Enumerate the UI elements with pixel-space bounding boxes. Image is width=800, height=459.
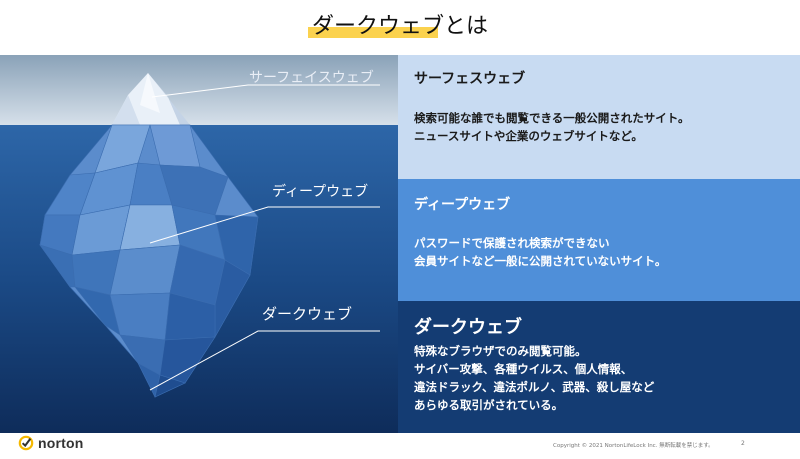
norton-logo: norton — [18, 435, 84, 451]
iceberg-tip — [112, 73, 190, 125]
title-area: ダークウェブとは — [0, 8, 800, 40]
iceberg-body — [39, 124, 259, 398]
surface-pointer — [151, 84, 380, 98]
surface-web-description: 検索可能な誰でも閲覧できる一般公開されたサイト。 ニュースサイトや企業のウェブサ… — [414, 111, 690, 143]
dark-web-description: 特殊なブラウザでのみ閲覧可能。 サイバー攻撃、各種ウイルス、個人情報、 違法ドラ… — [414, 344, 655, 412]
page-title: ダークウェブとは — [307, 8, 490, 40]
iceberg-illustration — [0, 55, 400, 433]
title-highlight — [307, 27, 438, 38]
surface-web-heading: サーフェスウェブ — [414, 71, 526, 87]
deep-web-description: パスワードで保護され検索ができない 会員サイトなど一般に公開されていないサイト。 — [414, 236, 667, 268]
norton-check-icon — [18, 435, 34, 451]
surface-web-panel: サーフェスウェブ 検索可能な誰でも閲覧できる一般公開されたサイト。 ニュースサイ… — [398, 55, 800, 179]
page-number: 2 — [741, 440, 745, 447]
dark-pointer — [149, 330, 380, 391]
deep-web-heading: ディープウェブ — [414, 197, 511, 213]
iceberg-scene: サーフェイスウェブ ディープウェブ ダークウェブ サーフェスウェブ 検索可能な誰… — [0, 55, 800, 433]
surface-web-label: サーフェイスウェブ — [249, 70, 374, 86]
sky-background — [0, 55, 400, 125]
dark-web-label: ダークウェブ — [262, 305, 353, 323]
deep-web-label: ディープウェブ — [272, 184, 369, 200]
deep-web-panel: ディープウェブ パスワードで保護され検索ができない 会員サイトなど一般に公開され… — [398, 179, 800, 301]
dark-web-panel: ダークウェブ 特殊なブラウザでのみ閲覧可能。 サイバー攻撃、各種ウイルス、個人情… — [398, 301, 800, 433]
copyright-text: Copyright © 2021 NortonLifeLock Inc. 無断転… — [553, 443, 714, 449]
brand-name: norton — [38, 435, 84, 451]
label-pointers — [149, 84, 380, 391]
dark-web-heading: ダークウェブ — [414, 317, 522, 338]
deep-pointer — [149, 206, 380, 244]
